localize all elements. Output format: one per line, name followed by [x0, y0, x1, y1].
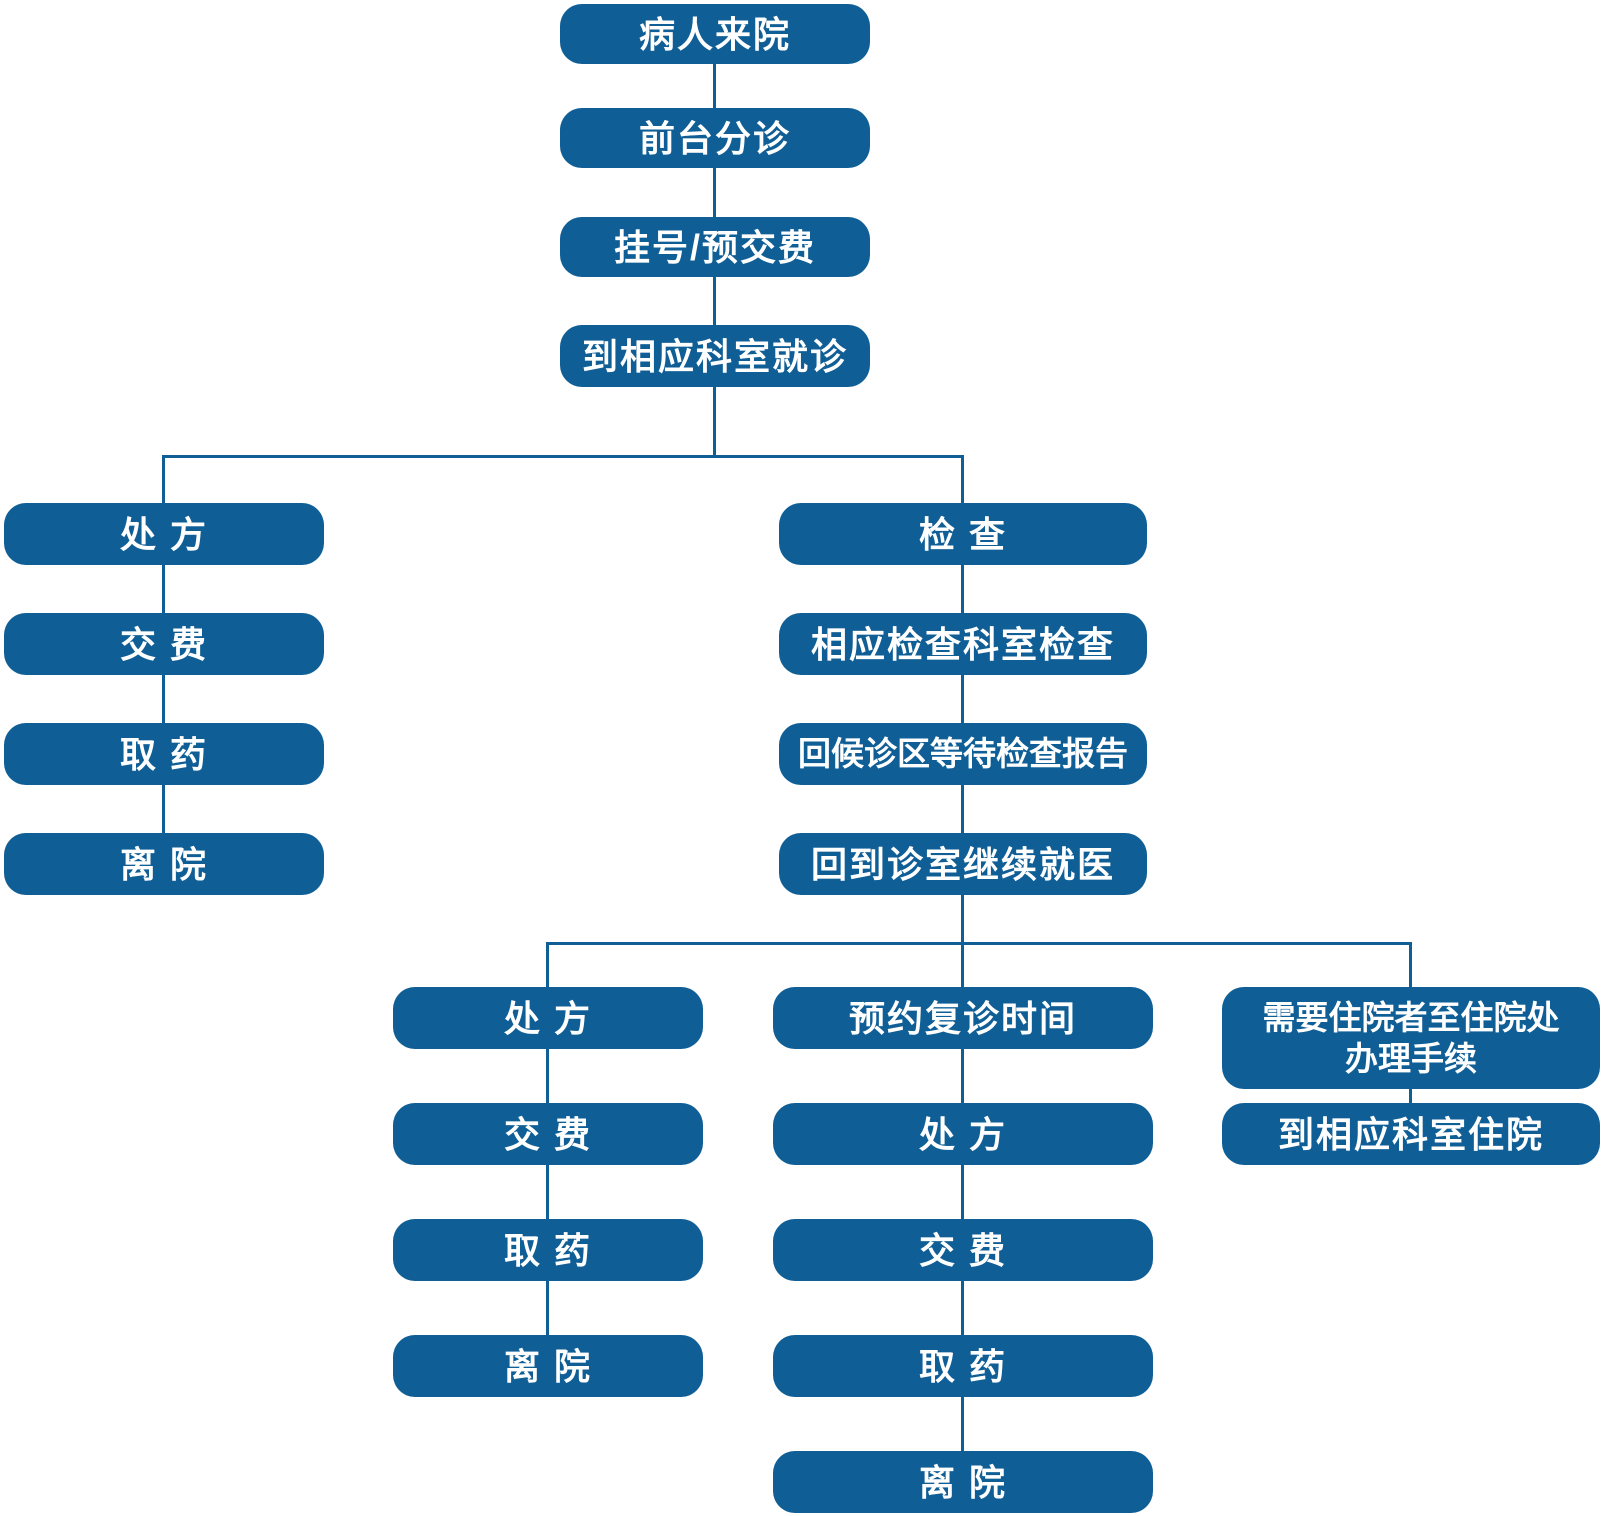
connector — [713, 387, 716, 455]
connector — [961, 785, 964, 833]
connector — [961, 455, 964, 503]
connector — [713, 168, 716, 217]
connector — [546, 1049, 549, 1103]
node-leave-hospital-3: 离 院 — [773, 1451, 1153, 1513]
connector — [961, 895, 964, 942]
node-prescription-2: 处 方 — [393, 987, 703, 1049]
node-go-to-department: 到相应科室就诊 — [560, 325, 870, 387]
node-exam-department: 相应检查科室检查 — [779, 613, 1147, 675]
connector — [713, 64, 716, 108]
node-pay-3: 交 费 — [773, 1219, 1153, 1281]
connector — [961, 1049, 964, 1103]
node-get-medicine-3: 取 药 — [773, 1335, 1153, 1397]
connector — [961, 565, 964, 613]
connector — [961, 1165, 964, 1219]
connector — [162, 455, 964, 458]
connector — [546, 942, 1412, 945]
node-front-desk-triage: 前台分诊 — [560, 108, 870, 168]
connector — [546, 942, 549, 987]
connector — [713, 277, 716, 325]
connector — [162, 675, 165, 723]
connector — [162, 455, 165, 503]
node-followup-appointment: 预约复诊时间 — [773, 987, 1153, 1049]
connector — [1409, 1089, 1412, 1103]
connector — [961, 1281, 964, 1335]
node-get-medicine-1: 取 药 — [4, 723, 324, 785]
connector — [961, 1397, 964, 1451]
connector — [546, 1165, 549, 1219]
node-prescription-3: 处 方 — [773, 1103, 1153, 1165]
node-examination: 检 查 — [779, 503, 1147, 565]
connector — [162, 785, 165, 833]
node-leave-hospital-2: 离 院 — [393, 1335, 703, 1397]
node-admission-procedure: 需要住院者至住院处 办理手续 — [1222, 987, 1600, 1089]
node-admit-to-department: 到相应科室住院 — [1222, 1103, 1600, 1165]
connector — [162, 565, 165, 613]
node-patient-arrival: 病人来院 — [560, 4, 870, 64]
node-get-medicine-2: 取 药 — [393, 1219, 703, 1281]
node-pay-2: 交 费 — [393, 1103, 703, 1165]
connector — [961, 942, 964, 987]
node-registration-prepay: 挂号/预交费 — [560, 217, 870, 277]
connector — [1409, 942, 1412, 987]
node-leave-hospital-1: 离 院 — [4, 833, 324, 895]
node-pay-1: 交 费 — [4, 613, 324, 675]
node-prescription-1: 处 方 — [4, 503, 324, 565]
node-wait-for-report: 回候诊区等待检查报告 — [779, 723, 1147, 785]
node-back-to-consult-room: 回到诊室继续就医 — [779, 833, 1147, 895]
connector — [961, 675, 964, 723]
connector — [546, 1281, 549, 1335]
